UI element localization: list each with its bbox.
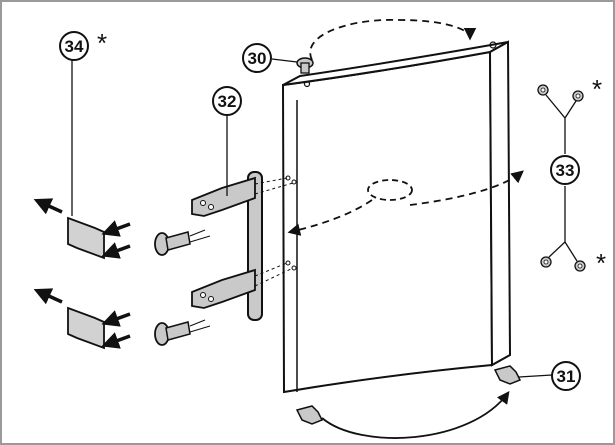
- screw-upper: [154, 229, 211, 256]
- asterisk-33-bottom: *: [596, 248, 606, 278]
- door-side-hole: [291, 265, 297, 271]
- remove-arrow-upper: [33, 198, 63, 215]
- press-arrow-upper-2: [101, 242, 131, 259]
- bracket-hole: [208, 204, 214, 210]
- fitting-bottom-left: [540, 256, 552, 268]
- door-front-face: [281, 50, 494, 394]
- callout-34-label: 34: [65, 37, 84, 56]
- bracket-hole: [208, 296, 214, 302]
- door-side-hole: [285, 260, 291, 266]
- cover-lower: [33, 288, 131, 350]
- bottom-hinge-31: [493, 365, 553, 385]
- callout-33-label: 33: [556, 161, 575, 180]
- press-arrow-lower-2: [101, 332, 131, 349]
- door-rotation-arrow-right: [409, 170, 524, 206]
- fitting-bottom-right: [574, 260, 586, 272]
- press-arrow-upper-1: [101, 220, 131, 237]
- door-rotation-ellipse: [367, 179, 413, 201]
- callout-31: 31: [551, 361, 581, 391]
- attach-line: [254, 267, 294, 287]
- callout-30-label: 30: [248, 49, 267, 68]
- bottom-hinge-original: [295, 405, 324, 425]
- press-arrow-lower-1: [101, 310, 131, 327]
- door-top-hole-right: [489, 41, 497, 49]
- door-panel: [281, 40, 512, 394]
- bottom-hinge-swap-arrow: [321, 390, 510, 439]
- door-handle: [191, 171, 294, 321]
- bracket-hole: [200, 292, 206, 298]
- door-top-hole-left: [303, 80, 311, 88]
- attach-line: [254, 182, 294, 195]
- callout-34: 34: [59, 31, 89, 61]
- screw-lower: [154, 319, 211, 346]
- handle-lower-bracket: [191, 268, 256, 309]
- callout-32-label: 32: [218, 92, 237, 111]
- asterisk-33-top: *: [592, 74, 602, 104]
- top-cap-30: [271, 57, 314, 74]
- cover-upper: [33, 58, 131, 260]
- asterisk-34: *: [97, 28, 107, 58]
- door-side-face: [488, 40, 512, 367]
- bracket-hole: [200, 200, 206, 206]
- callout-30: 30: [242, 43, 272, 73]
- callout-31-label: 31: [557, 367, 576, 386]
- fitting-top-right: [572, 90, 584, 102]
- top-hinge-swap-arrow: [309, 18, 477, 61]
- fittings-33: [537, 84, 586, 272]
- fitting-top-left: [537, 84, 549, 96]
- handle-upper-bracket: [191, 176, 256, 217]
- fitting-leader-top: [545, 94, 577, 154]
- callout-32: 32: [212, 86, 242, 196]
- callout-33: 33: [550, 155, 580, 185]
- door-rotation-arrow-left: [287, 199, 373, 236]
- fitting-leader-bottom: [548, 186, 578, 262]
- door-side-hole: [291, 179, 297, 185]
- remove-arrow-lower: [33, 288, 63, 305]
